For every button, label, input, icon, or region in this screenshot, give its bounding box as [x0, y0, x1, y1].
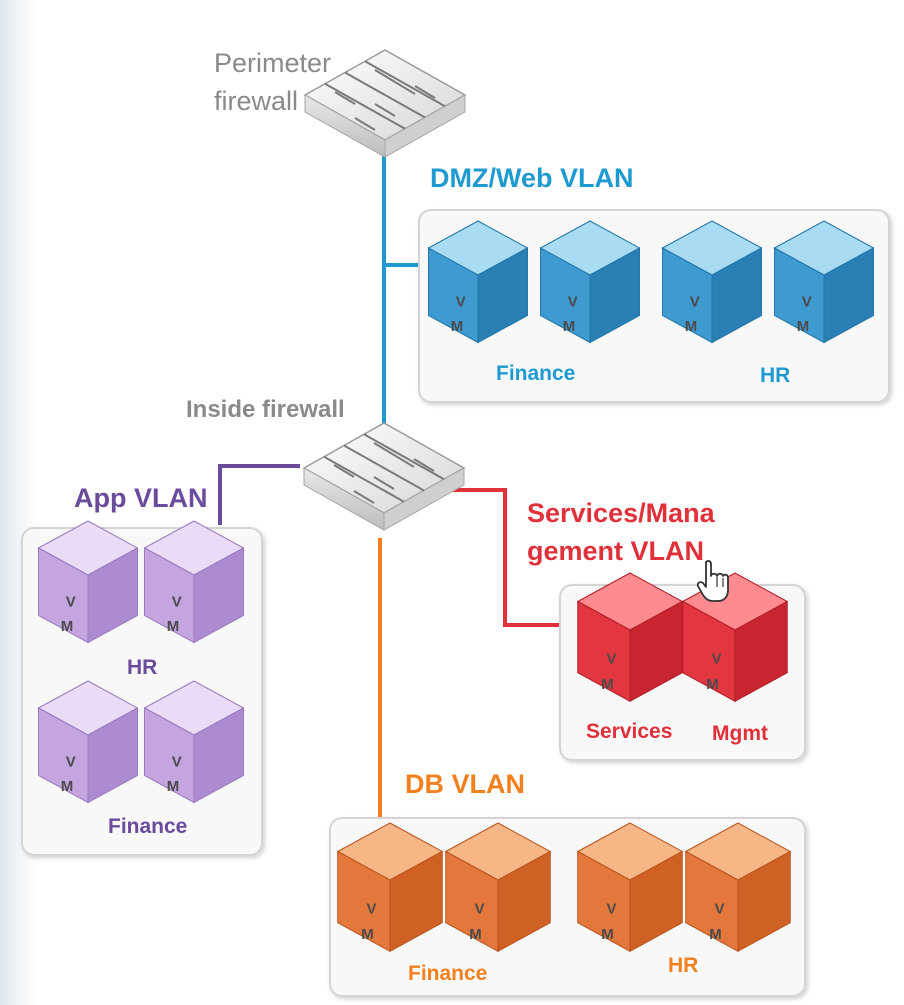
services-vlan-line	[450, 488, 562, 627]
vm-label-v: V	[66, 594, 76, 611]
vm-label-m: M	[601, 676, 614, 693]
db-group-label-finance: Finance	[408, 962, 487, 985]
vm-label-v: V	[606, 650, 616, 667]
vm-label-m: M	[469, 926, 482, 943]
services-group-label-services: Services	[586, 720, 672, 743]
vm-cube-icon: VM	[336, 822, 444, 953]
dmz-group-label-finance: Finance	[496, 362, 575, 385]
hand-pointer-icon	[696, 560, 729, 602]
app-group-label-hr: HR	[127, 656, 157, 679]
vm-label-v: V	[66, 754, 76, 771]
dmz-vlan-panel	[418, 209, 890, 403]
vm-label-m: M	[167, 778, 180, 795]
vm-cube-icon: VM	[37, 520, 139, 644]
services-vlan-title-line1: Services/Mana	[527, 498, 716, 528]
vm-label-v: V	[172, 754, 182, 771]
services-vlan-title-line2: gement VLAN	[527, 536, 704, 566]
dmz-vlan-title: DMZ/Web VLAN	[430, 163, 634, 193]
vm-label-m: M	[685, 318, 698, 335]
vm-label-m: M	[361, 926, 374, 943]
vm-label-v: V	[474, 900, 484, 917]
vm-label-v: V	[711, 650, 721, 667]
db-group-label-hr: HR	[668, 954, 698, 977]
vm-cube-icon: VM	[576, 822, 684, 953]
vm-label-v: V	[690, 294, 700, 311]
vm-label-v: V	[456, 294, 466, 311]
vm-label-m: M	[797, 318, 810, 335]
vm-label-m: M	[706, 676, 719, 693]
app-vlan-line	[218, 464, 300, 525]
vm-label-m: M	[61, 618, 74, 635]
vm-cube-icon: VM	[661, 220, 763, 344]
vm-cube-icon: VM	[684, 822, 792, 953]
perimeter-firewall-label-line1: Perimeter	[214, 48, 331, 78]
connection-lines	[218, 150, 562, 820]
db-vlan-title: DB VLAN	[405, 769, 525, 799]
vm-label-m: M	[61, 778, 74, 795]
inside-firewall-label: Inside firewall	[186, 396, 345, 423]
vm-cube-icon: VM	[143, 680, 245, 804]
vm-label-v: V	[366, 900, 376, 917]
vm-label-v: V	[172, 594, 182, 611]
perimeter-firewall-label-line2: firewall	[214, 86, 298, 116]
app-vlan-title: App VLAN	[74, 483, 207, 513]
dmz-group-label-hr: HR	[760, 364, 790, 387]
vm-label-m: M	[563, 318, 576, 335]
vm-label-v: V	[714, 900, 724, 917]
vm-cube-icon: VM	[427, 220, 529, 344]
perimeter-firewall-icon	[303, 49, 467, 158]
inside-firewall-icon	[302, 422, 466, 531]
vm-label-m: M	[601, 926, 614, 943]
vm-cube-icon: VM	[539, 220, 641, 344]
vm-label-m: M	[451, 318, 464, 335]
vm-cube-icon: VM	[576, 572, 684, 703]
vm-cube-icon: VM	[143, 520, 245, 644]
vm-label-m: M	[709, 926, 722, 943]
vm-cube-icon: VM	[773, 220, 875, 344]
app-group-label-finance: Finance	[108, 815, 187, 838]
vm-cube-icon: VM	[681, 572, 789, 703]
vm-cube-icon: VM	[444, 822, 552, 953]
services-group-label-mgmt: Mgmt	[712, 722, 768, 745]
vm-label-v: V	[802, 294, 812, 311]
vm-label-m: M	[167, 618, 180, 635]
vm-cube-icon: VM	[37, 680, 139, 804]
vm-label-v: V	[606, 900, 616, 917]
vm-label-v: V	[568, 294, 578, 311]
